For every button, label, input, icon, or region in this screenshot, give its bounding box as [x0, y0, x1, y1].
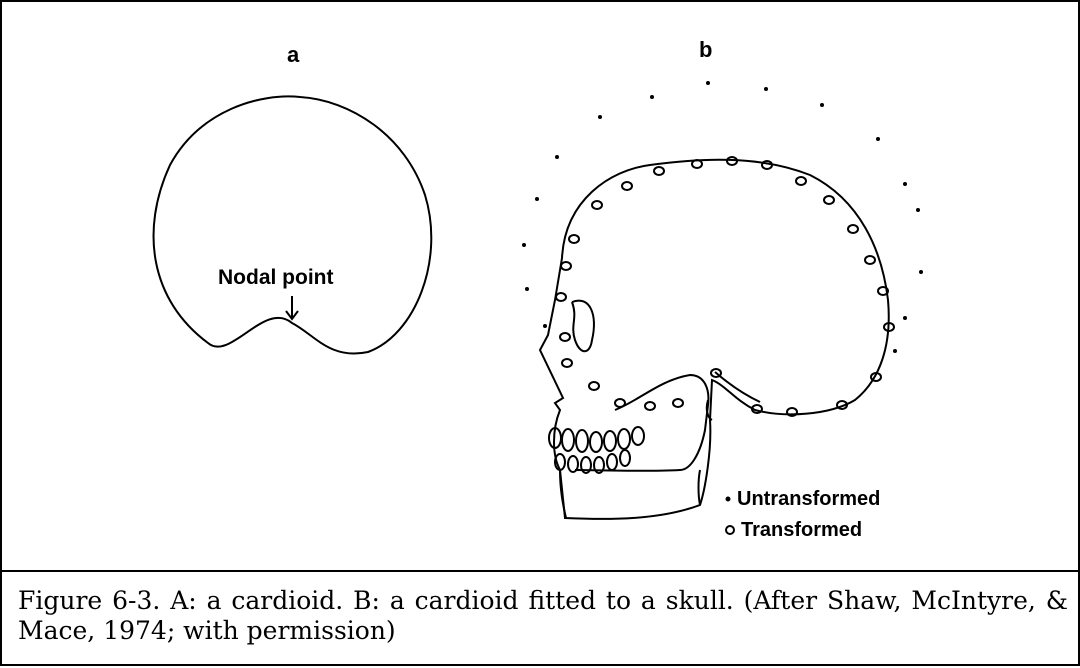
nodal-point-arrow — [286, 296, 298, 319]
legend-untransformed-label: Untransformed — [737, 488, 880, 510]
legend-transformed-label: Transformed — [741, 519, 862, 541]
upper-teeth — [549, 427, 644, 452]
cardioid-diagram: Nodal point — [154, 96, 432, 353]
orbit-outline — [572, 301, 594, 352]
panel-a-label: a — [287, 42, 300, 67]
untransformed-points — [522, 81, 923, 353]
legend-circle-marker — [726, 526, 734, 534]
figure-artwork: a b Nodal point — [0, 0, 1080, 570]
skull-diagram — [540, 160, 889, 519]
nodal-point-label: Nodal point — [218, 266, 333, 289]
figure-caption: Figure 6-3. A: a cardioid. B: a cardioid… — [18, 586, 1068, 646]
transformed-points — [556, 157, 894, 416]
legend-dot-marker — [726, 497, 731, 502]
caption-box: Figure 6-3. A: a cardioid. B: a cardioid… — [0, 570, 1080, 668]
legend: Untransformed Transformed — [726, 488, 881, 541]
panel-b-label: b — [699, 37, 712, 62]
